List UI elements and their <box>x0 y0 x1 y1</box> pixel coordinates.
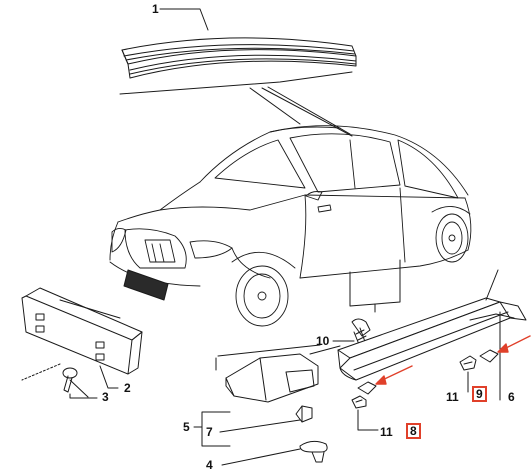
front-strip-highlight <box>123 269 169 301</box>
part-2-front-bracket <box>21 287 143 375</box>
callout-11-b: 11 <box>446 390 459 404</box>
callout-4: 4 <box>206 458 213 472</box>
red-arrows <box>375 335 531 385</box>
callout-10: 10 <box>316 334 330 348</box>
callout-11-a: 11 <box>380 425 393 439</box>
part-3-screw <box>62 367 78 393</box>
sill-bracket <box>349 259 401 307</box>
roof-bracket <box>119 71 353 137</box>
part-9-clip <box>479 349 499 363</box>
leader-1 <box>159 8 209 31</box>
callout-1: 1 <box>152 2 159 16</box>
part-5-lower-cover <box>225 353 319 403</box>
part-6-side-sill <box>337 297 527 381</box>
part-7-pad <box>295 405 313 423</box>
callout-2: 2 <box>124 381 131 395</box>
leader-2 <box>99 365 119 389</box>
callout-5: 5 <box>183 420 190 434</box>
part-8-clip <box>357 381 377 395</box>
leader-4 <box>221 448 301 466</box>
callout-6: 6 <box>508 390 515 404</box>
bracket-3-2 <box>69 393 98 399</box>
part-4-clip <box>299 440 328 463</box>
part-11-clip-b <box>459 355 477 371</box>
bracket-11-8 <box>357 409 379 431</box>
callout-7: 7 <box>206 425 213 439</box>
bracket-5-7 <box>201 411 231 447</box>
part-11-clip-a <box>351 395 367 409</box>
callout-3: 3 <box>102 390 109 404</box>
car-body <box>109 125 472 327</box>
part-1-trim-strip <box>121 37 357 79</box>
group-outline <box>217 344 321 357</box>
callout-8: 8 <box>406 423 421 439</box>
callout-9: 9 <box>472 386 487 402</box>
